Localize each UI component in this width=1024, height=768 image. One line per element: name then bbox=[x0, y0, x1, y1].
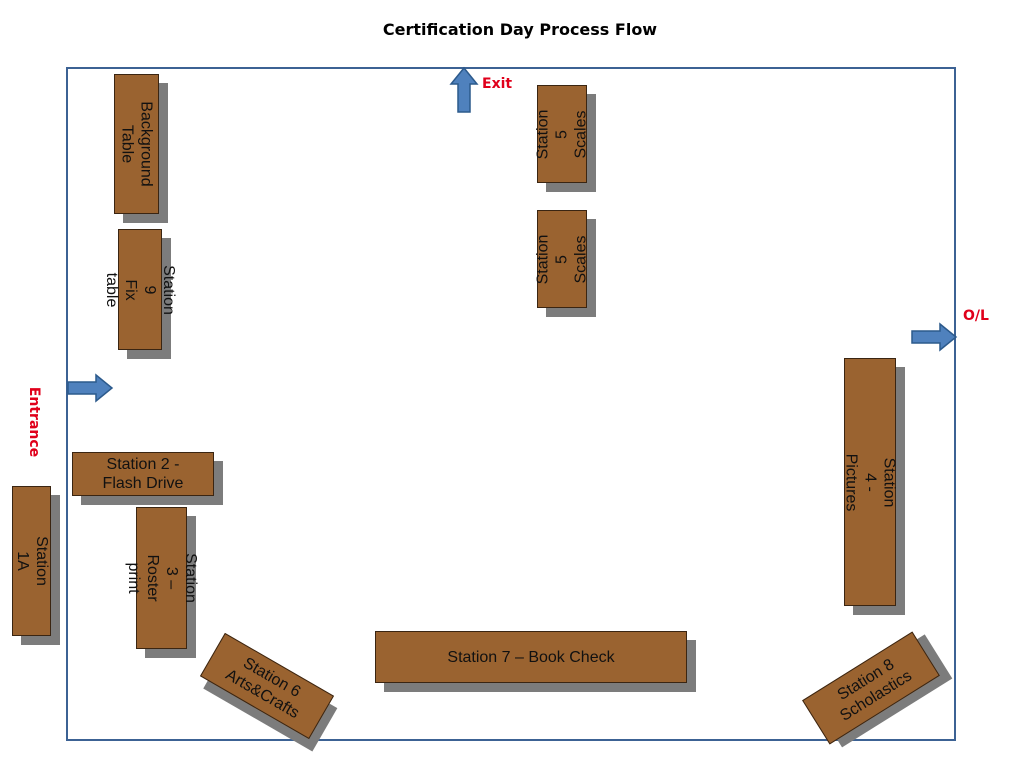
station-5-label-top: Station 5 Scales bbox=[534, 109, 590, 159]
station-4-label: Station 4 - Pictures bbox=[842, 453, 898, 511]
entrance-arrow-icon bbox=[67, 373, 114, 403]
exit-arrow-icon bbox=[449, 66, 479, 113]
ol-label: O/L bbox=[963, 308, 989, 324]
station-1a-label: Station 1A bbox=[13, 536, 50, 586]
station-3-label: Station 3 – Roster print bbox=[124, 553, 199, 603]
diagram-title: Certification Day Process Flow bbox=[382, 20, 658, 39]
exit-label: Exit bbox=[482, 76, 513, 92]
station-1a-table: Station 1A bbox=[12, 486, 51, 636]
room-outline bbox=[66, 67, 956, 741]
station-2-table: Station 2 - Flash Drive bbox=[72, 452, 214, 496]
station-5-label-bottom: Station 5 Scales bbox=[534, 234, 590, 284]
entrance-label: Entrance bbox=[26, 386, 42, 458]
station-9-label: Station 9 Fix table bbox=[103, 264, 177, 315]
ol-arrow-icon bbox=[911, 322, 958, 352]
station-3-table: Station 3 – Roster print bbox=[125, 507, 199, 649]
station-4-table: Station 4 - Pictures bbox=[842, 358, 898, 606]
background-table: Background Table bbox=[114, 74, 159, 214]
station-2-label: Station 2 - Flash Drive bbox=[102, 456, 184, 492]
station-7-table: Station 7 – Book Check bbox=[375, 631, 687, 683]
station-5-table-bottom: Station 5 Scales bbox=[535, 210, 590, 308]
background-table-label: Background Table bbox=[118, 101, 155, 187]
station-9-table: Station 9 Fix table bbox=[103, 229, 177, 350]
station-7-label: Station 7 – Book Check bbox=[447, 648, 615, 666]
station-5-table-top: Station 5 Scales bbox=[535, 85, 590, 183]
